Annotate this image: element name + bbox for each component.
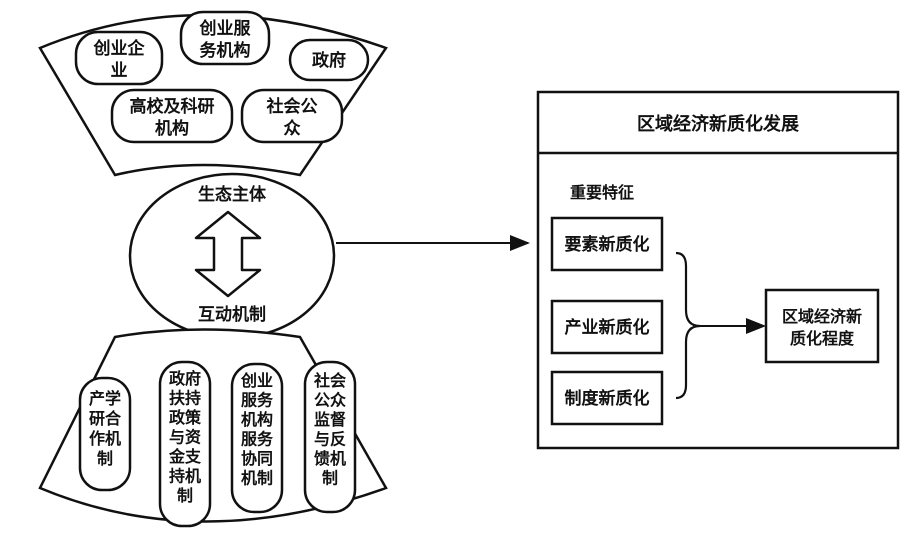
top-entity-3: 政府 xyxy=(288,38,370,82)
mechanism-pill-1 xyxy=(78,376,132,492)
result-box xyxy=(764,288,880,364)
mechanism-text-4: 社会公众监督与反馈机制 xyxy=(313,371,347,488)
mechanism-char: 务 xyxy=(257,391,274,410)
mechanism-char: 机 xyxy=(330,449,346,468)
feature-label-2: 产业新质化 xyxy=(565,317,650,338)
mechanism-char: 机 xyxy=(241,410,257,429)
mechanism-char: 政 xyxy=(169,408,186,427)
svg-text:社会公: 社会公 xyxy=(266,96,318,117)
feature-label-3: 制度新质化 xyxy=(565,388,650,409)
mechanism-char: 制 xyxy=(97,449,113,468)
mechanism-char: 金 xyxy=(168,447,186,466)
mechanism-char: 业 xyxy=(257,371,273,390)
top-entity-1: 创业企 业 xyxy=(74,30,164,86)
mechanism-char: 公 xyxy=(314,391,330,410)
feature-box-1 xyxy=(550,216,664,272)
feature-box-2 xyxy=(550,299,664,355)
mechanism-char: 服 xyxy=(241,391,258,410)
mechanism-char: 持 xyxy=(185,389,201,408)
mechanism-text-2: 政府扶持政策与资金支持机制 xyxy=(168,369,202,505)
svg-text:政府: 政府 xyxy=(312,50,346,71)
mechanism-char: 务 xyxy=(257,430,274,449)
right-panel-title: 区域经济新质化发展 xyxy=(637,113,800,135)
right-panel-subtitle: 重要特征 xyxy=(570,183,634,202)
top-entity-4: 高校及科研 机构 xyxy=(110,88,234,144)
svg-text:务机构: 务机构 xyxy=(200,40,251,61)
mechanism-char: 监 xyxy=(314,410,330,429)
center-top-label: 生态主体 xyxy=(198,184,267,205)
svg-text:高校及科研: 高校及科研 xyxy=(130,96,215,117)
svg-text:创业服: 创业服 xyxy=(199,18,252,39)
mechanism-char: 反 xyxy=(330,430,346,449)
mechanism-char: 督 xyxy=(330,410,346,429)
mechanism-char: 制 xyxy=(257,469,273,488)
mechanism-char: 同 xyxy=(257,449,273,468)
feature-label-1: 要素新质化 xyxy=(565,234,650,255)
mechanism-char: 机 xyxy=(241,469,257,488)
svg-text:众: 众 xyxy=(284,118,302,139)
mechanism-char: 支 xyxy=(184,447,202,466)
mechanism-char: 机 xyxy=(185,467,201,486)
svg-text:创业企: 创业企 xyxy=(93,38,146,59)
mechanism-char: 产 xyxy=(89,389,105,408)
mechanism-char: 作 xyxy=(89,429,105,448)
mechanism-char: 众 xyxy=(330,391,347,410)
top-entity-5: 社会公 众 xyxy=(240,88,344,144)
result-label-line-2: 质化程度 xyxy=(790,329,855,348)
mechanism-char: 与 xyxy=(169,428,185,447)
mechanism-char: 资 xyxy=(185,428,201,447)
mechanism-char: 政 xyxy=(169,369,186,388)
mechanism-char: 构 xyxy=(257,410,273,429)
mechanism-char: 创 xyxy=(240,371,257,390)
feature-box-3 xyxy=(550,370,664,426)
mechanism-text-1: 产学研合作机制 xyxy=(89,389,122,468)
svg-text:机构: 机构 xyxy=(155,118,189,139)
mechanism-char: 学 xyxy=(105,389,121,408)
mechanism-char: 研 xyxy=(89,409,105,428)
mechanism-char: 制 xyxy=(322,469,338,488)
mechanism-char: 制 xyxy=(177,486,193,505)
mechanism-char: 服 xyxy=(241,430,258,449)
mechanism-pill-2 xyxy=(158,360,212,528)
top-entity-2: 创业服 务机构 xyxy=(179,10,271,66)
mechanism-pill-4 xyxy=(303,360,357,514)
mechanism-char: 机 xyxy=(105,429,121,448)
mechanism-char: 会 xyxy=(330,371,346,390)
mechanism-char: 与 xyxy=(314,430,330,449)
center-bottom-label: 互动机制 xyxy=(198,304,266,325)
mechanism-char: 社 xyxy=(313,371,330,390)
mechanism-char: 馈 xyxy=(314,449,330,468)
result-label-line-1: 区域经济新 xyxy=(782,307,862,326)
mechanism-char: 持 xyxy=(169,467,185,486)
interaction-double-arrow xyxy=(194,210,262,298)
mechanism-char: 府 xyxy=(185,369,201,388)
svg-text:业: 业 xyxy=(111,61,128,81)
mechanism-char: 扶 xyxy=(169,389,186,408)
mechanism-text-3: 创业服务机构服务协同机制 xyxy=(240,371,274,488)
mechanism-char: 策 xyxy=(184,408,202,427)
mechanism-char: 协 xyxy=(241,449,257,468)
mechanism-pill-3 xyxy=(230,362,284,514)
mechanism-char: 合 xyxy=(105,409,122,428)
